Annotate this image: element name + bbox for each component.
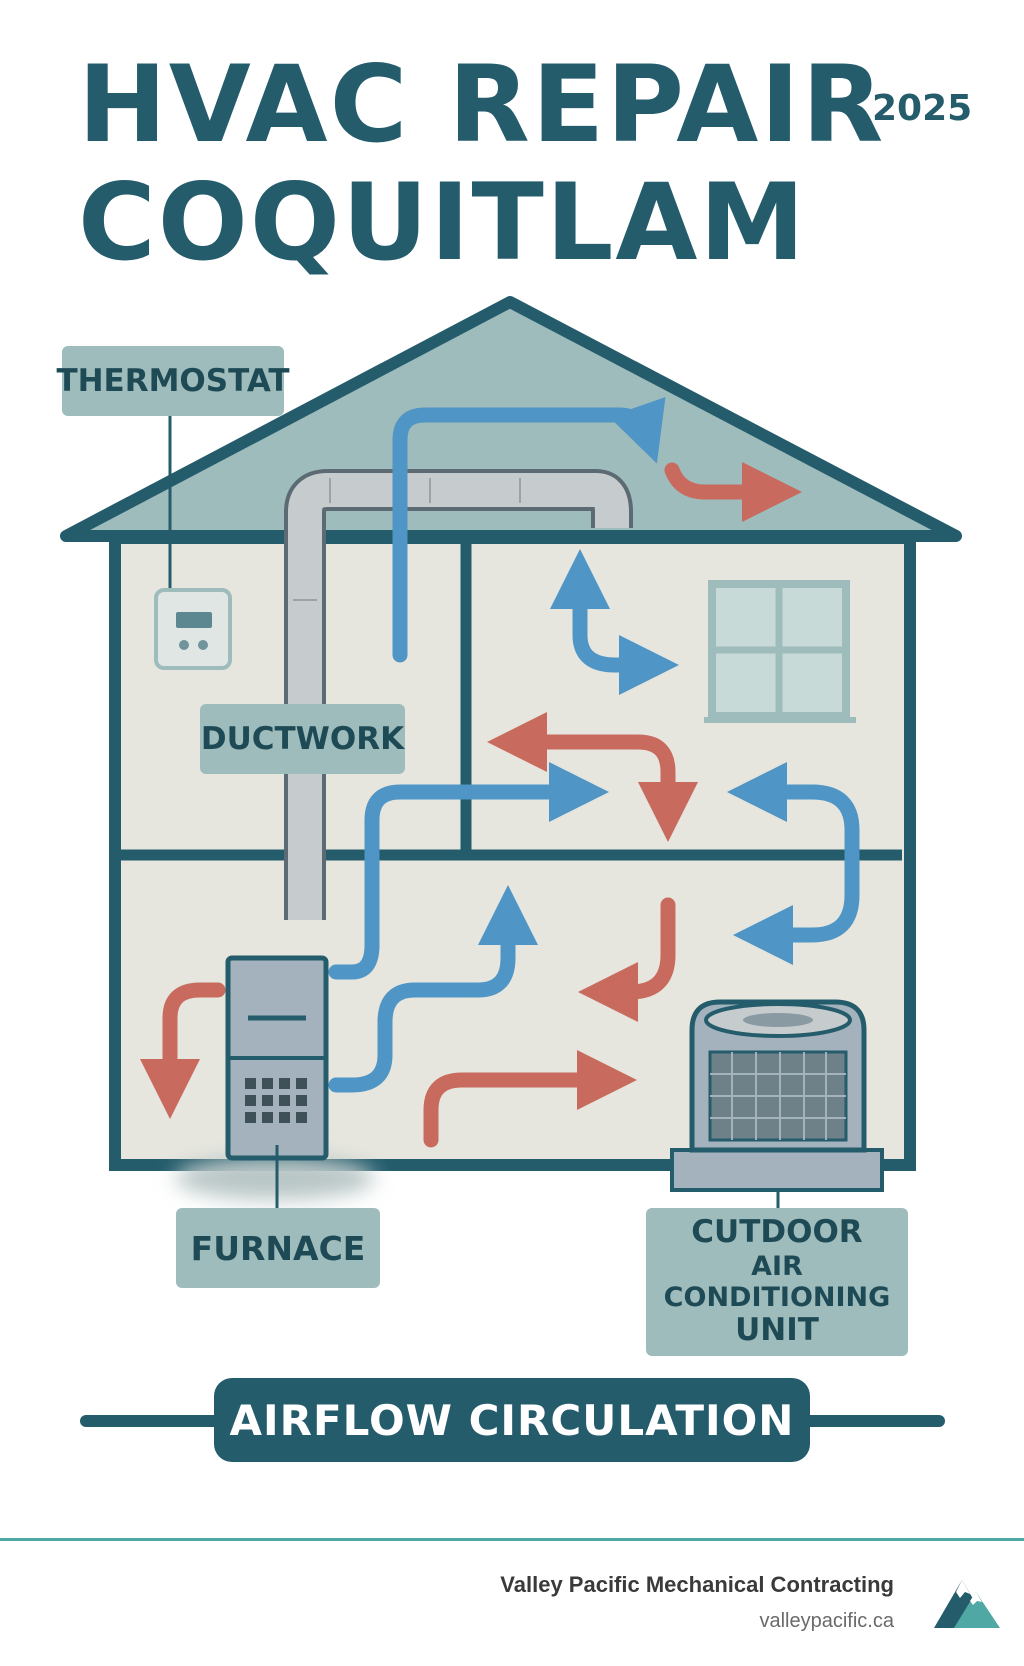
red-arrow-icon: [664, 462, 802, 522]
outdoor-unit-label-line-3: UNIT: [735, 1312, 819, 1349]
blue-arrow-icon: [328, 885, 538, 1093]
furnace-label: FURNACE: [176, 1208, 380, 1288]
company-name: Valley Pacific Mechanical Contracting: [500, 1572, 894, 1597]
ductwork-label: DUCTWORK: [200, 704, 405, 774]
outdoor-unit-label-line-2: AIR CONDITIONING: [663, 1250, 891, 1313]
window-icon: [704, 580, 856, 723]
ac-unit-icon: [670, 999, 884, 1192]
blue-arrow-icon: [392, 396, 666, 663]
company-url: valleypacific.ca: [759, 1610, 894, 1632]
red-arrow-icon: [486, 712, 698, 842]
cool-air-arrows: [328, 396, 860, 1093]
thermostat-device-icon: [154, 588, 232, 670]
title-line-2: COQUITLAM: [78, 161, 807, 284]
airflow-banner: AIRFLOW CIRCULATION: [214, 1378, 810, 1462]
blue-arrow-icon: [726, 762, 860, 965]
title-line-1: HVAC REPAIR: [78, 43, 886, 166]
red-arrow-icon: [423, 1050, 637, 1148]
outdoor-unit-label-line-1: CUTDOOR: [691, 1214, 863, 1251]
year-badge: 2025: [872, 88, 973, 129]
blue-arrow-icon: [328, 762, 609, 980]
furnace-shadow: [175, 1156, 375, 1200]
red-arrow-icon: [578, 897, 676, 1022]
mountain-logo-icon: [934, 1580, 1000, 1628]
footer-divider: [0, 1538, 1024, 1541]
warm-air-arrows: [140, 462, 802, 1148]
outdoor-unit-label: CUTDOOR AIR CONDITIONING UNIT: [646, 1208, 908, 1356]
furnace-icon: [225, 955, 329, 1161]
thermostat-label: THERMOSTAT: [56, 346, 290, 416]
red-arrow-icon: [140, 982, 226, 1119]
blue-arrow-icon: [550, 548, 679, 695]
